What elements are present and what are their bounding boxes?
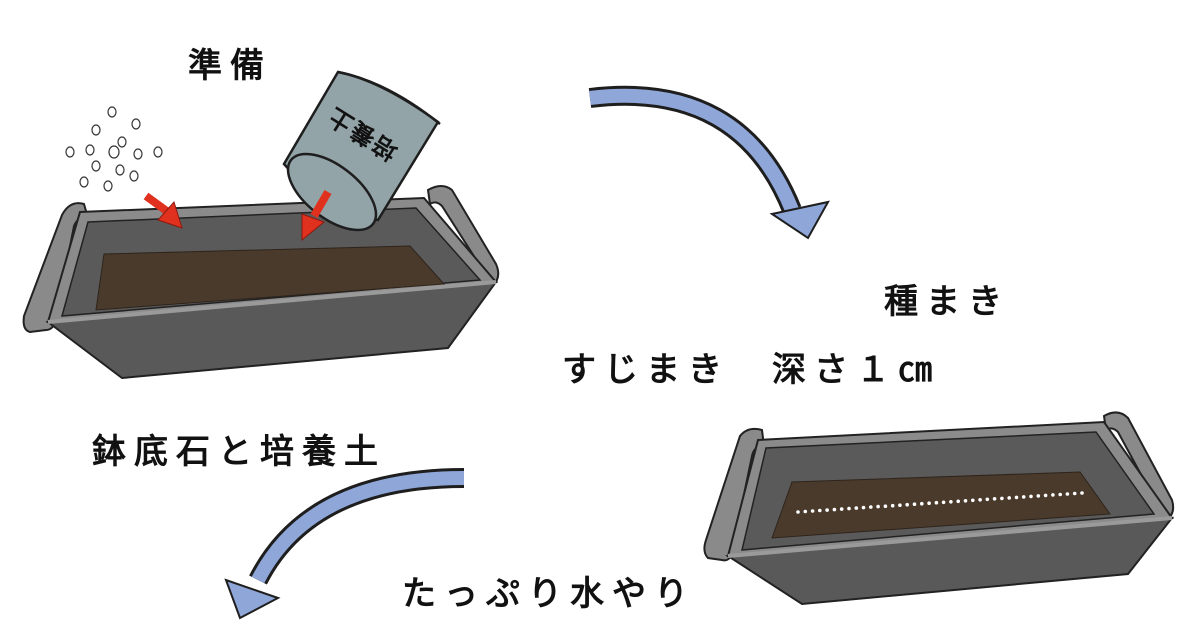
- red-arrow-soil: [301, 189, 332, 242]
- seed-dot: [1043, 493, 1048, 498]
- sowing-method-caption: すじまき 深さ１㎝: [562, 350, 940, 390]
- soil-bag: [282, 70, 441, 232]
- seed-dot: [956, 499, 960, 504]
- seed-dot: [847, 506, 851, 511]
- planter-left: [22, 185, 500, 380]
- seed-dot: [1065, 492, 1070, 496]
- seed-dot: [883, 504, 888, 509]
- seed-dot: [912, 502, 917, 507]
- seed-dot: [992, 497, 997, 501]
- seed-dot: [1072, 491, 1077, 496]
- seed-dot: [869, 505, 873, 509]
- pot-stones: [65, 106, 163, 192]
- seed-dot: [818, 508, 822, 513]
- seed-dot: [861, 505, 866, 510]
- red-arrow-stones: [143, 192, 183, 229]
- seed-dot: [905, 502, 909, 507]
- seed-dot: [934, 500, 939, 505]
- seed-dot: [1036, 494, 1041, 498]
- seed-dot: [941, 500, 946, 505]
- seed-dot: [1007, 496, 1011, 500]
- seed-dot: [832, 507, 837, 512]
- seed-row: [796, 491, 1084, 514]
- seed-dot: [978, 498, 982, 502]
- step-sowing-title: 種まき: [884, 282, 1010, 322]
- seed-dot: [1014, 495, 1019, 500]
- seed-dot: [1051, 493, 1055, 497]
- seed-dot: [810, 509, 815, 513]
- seed-dot: [839, 507, 844, 511]
- seed-dot: [796, 510, 800, 514]
- seed-dot: [971, 498, 975, 503]
- seed-dot: [803, 509, 808, 514]
- soil-right: [771, 471, 1111, 539]
- seed-dot: [985, 497, 990, 502]
- seed-dot: [854, 506, 859, 510]
- seed-dot: [920, 501, 924, 506]
- planter-right: [703, 411, 1175, 606]
- step-watering-caption: たっぷり水やり: [402, 574, 696, 614]
- seed-dot: [963, 499, 968, 503]
- blue-arrow-right: [588, 85, 830, 240]
- seed-dot: [1058, 492, 1062, 497]
- step-materials-caption: 鉢底石と培養土: [92, 432, 386, 472]
- seed-dot: [1080, 491, 1084, 495]
- seed-dot: [949, 500, 953, 504]
- seed-dot: [1029, 494, 1033, 499]
- seed-dot: [825, 508, 829, 512]
- seed-dot: [1000, 496, 1004, 501]
- seed-dot: [927, 501, 931, 506]
- seed-dot: [876, 504, 880, 509]
- step-prep-title: 準備: [188, 46, 272, 86]
- seed-dot: [890, 503, 895, 508]
- seed-dot: [1021, 495, 1026, 499]
- blue-arrow-left: [224, 468, 465, 620]
- seed-dot: [898, 503, 902, 508]
- soil-left: [95, 245, 446, 311]
